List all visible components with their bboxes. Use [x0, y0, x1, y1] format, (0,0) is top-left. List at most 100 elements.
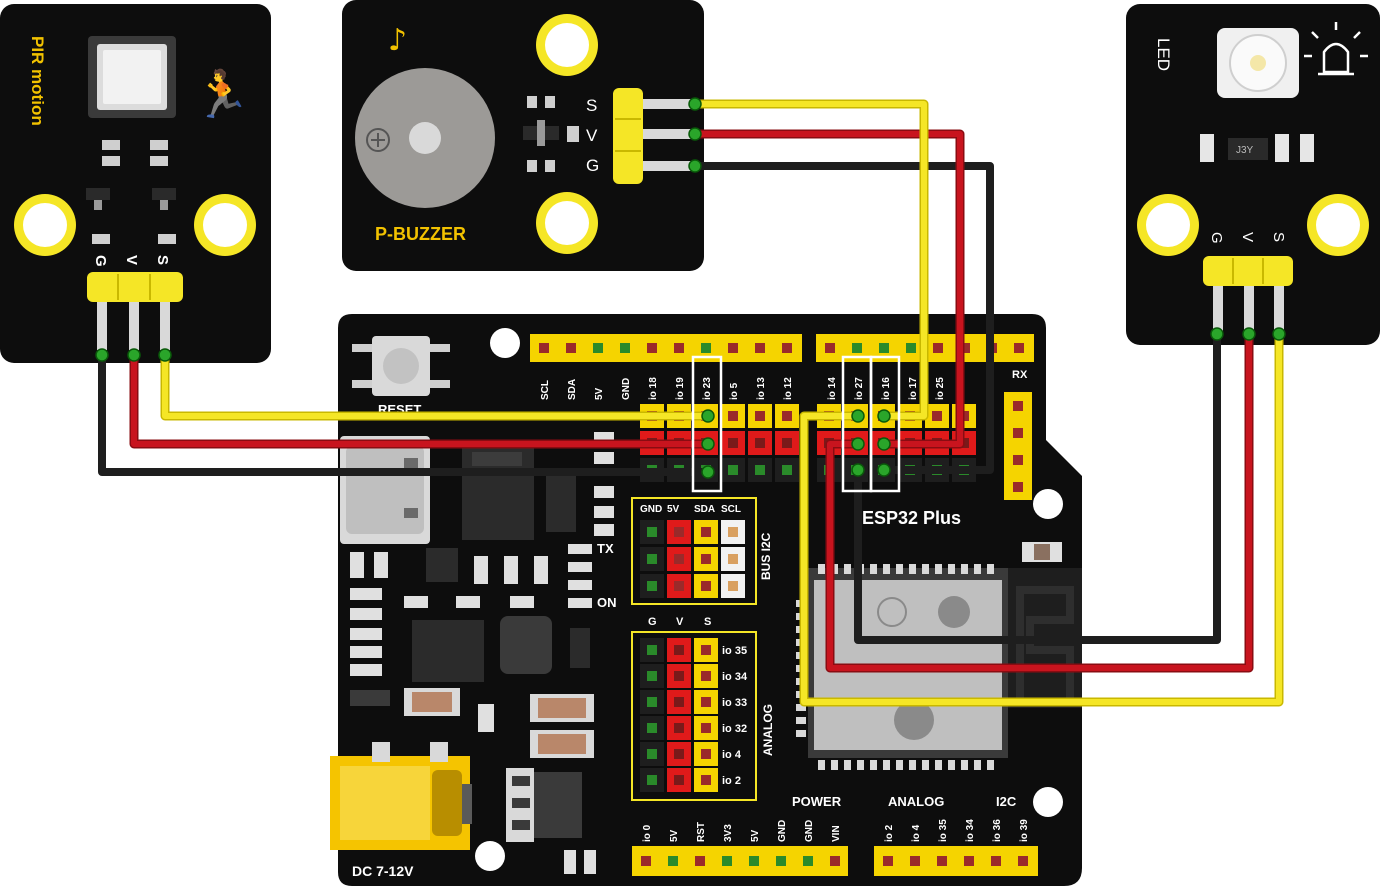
led-ground-wire: [854, 334, 1221, 644]
pir-module: PIR motion 🏃 G V S: [0, 4, 271, 363]
power-group-label: POWER: [792, 794, 842, 809]
pin-label: io 39: [1019, 819, 1030, 842]
bottom-pin: [661, 849, 685, 873]
pir-ground-wire: [98, 355, 708, 476]
module-pin: [818, 564, 825, 574]
tx-label: TX: [597, 541, 614, 556]
shield-signal-pin: [721, 404, 745, 428]
analog-ground-pin: [640, 742, 664, 766]
pin-label: io 23: [702, 377, 713, 400]
top-right-pin: [1007, 336, 1031, 360]
bottom-pin: [796, 849, 820, 873]
pin-label: 5V: [594, 387, 605, 400]
wire-end-dots: [95, 97, 1286, 479]
pir-pin-label: S: [154, 255, 171, 265]
module-pin: [909, 760, 916, 770]
wire-end-dot: [688, 97, 702, 111]
top-left-pin: [613, 336, 637, 360]
reset-button[interactable]: [352, 336, 450, 396]
wire-end-dot: [877, 409, 891, 423]
shield-signal-pin: [925, 404, 949, 428]
pin-label: io 34: [965, 819, 976, 842]
pin-label: io 35: [938, 819, 949, 842]
pin-label: io 34: [722, 671, 748, 683]
buzzer-pin-label: V: [586, 126, 598, 145]
module-pin: [935, 564, 942, 574]
module-pin: [818, 760, 825, 770]
top-left-pin: [532, 336, 556, 360]
bottom-pin: [823, 849, 847, 873]
module-pin: [909, 564, 916, 574]
bottom-pin: [634, 849, 658, 873]
wire-end-dot: [851, 409, 865, 423]
module-pin: [935, 760, 942, 770]
esp32-board: RESET TX ON: [330, 314, 1082, 886]
pir-title: PIR motion: [28, 36, 47, 126]
led-pin-label: S: [1270, 232, 1287, 242]
analog-power-pin: [667, 690, 691, 714]
pin-label: io 16: [881, 377, 892, 400]
wires: [98, 99, 1284, 707]
pin-label: io 13: [756, 377, 767, 400]
analog-power-pin: [667, 742, 691, 766]
music-note-icon: ♪: [388, 23, 407, 58]
pin-label: SDA: [567, 379, 578, 400]
module-pin: [948, 564, 955, 574]
wire-end-dot: [851, 463, 865, 477]
pin-label: io 2: [722, 775, 741, 787]
right-header-pin: [1006, 394, 1030, 418]
shield-power-pin: [775, 431, 799, 455]
wire-end-dot: [877, 437, 891, 451]
shield-ground-pin: [748, 458, 772, 482]
analog-ground-pin: [640, 768, 664, 792]
pin-label: 5V: [667, 504, 680, 515]
analog-power-pin: [667, 716, 691, 740]
module-pin: [974, 564, 981, 574]
wire-end-dot: [851, 437, 865, 451]
pin-label: io 17: [908, 377, 919, 400]
module-pin: [961, 564, 968, 574]
i2c-pin: [721, 547, 745, 571]
analog-signal-pin: [694, 768, 718, 792]
pin-label: VIN: [831, 825, 842, 842]
module-pin: [961, 760, 968, 770]
i2c-pin: [694, 547, 718, 571]
bottom-pin: [1011, 849, 1035, 873]
pin-label: RST: [696, 822, 707, 842]
top-left-pin: [775, 336, 799, 360]
pin-label: io 32: [722, 723, 747, 735]
analog-power-pin: [667, 768, 691, 792]
io23-highlight: [691, 355, 723, 493]
analog-ground-pin: [640, 638, 664, 662]
right-header-pin: [1006, 475, 1030, 499]
bottom-pin: [876, 849, 900, 873]
analog-signal-pin: [694, 716, 718, 740]
pin-label: io 27: [854, 377, 865, 400]
i2c-pin: [667, 547, 691, 571]
io16-highlight: [869, 355, 901, 493]
led-module: LED J3Y G V S: [1126, 4, 1380, 345]
shield-ground-pin: [721, 458, 745, 482]
pin-label: GND: [804, 820, 815, 842]
analog-side-label: ANALOG: [761, 704, 775, 756]
bottom-pin: [715, 849, 739, 873]
i2c-pin: [667, 520, 691, 544]
pin-label: io 2: [884, 824, 895, 842]
module-pin: [870, 564, 877, 574]
top-right-pin: [818, 336, 842, 360]
analog-signal-pin: [694, 690, 718, 714]
right-header-pin: [1006, 421, 1030, 445]
bottom-pin: [742, 849, 766, 873]
pir-pin-label: G: [92, 255, 109, 267]
i2c-pin: [640, 520, 664, 544]
wire-end-dot: [688, 159, 702, 173]
module-pin: [948, 760, 955, 770]
module-pin: [844, 760, 851, 770]
wire-end-dot: [1242, 327, 1256, 341]
pin-label: io 4: [722, 749, 742, 761]
analog-ground-pin: [640, 716, 664, 740]
i2c-pin: [640, 574, 664, 598]
i2c-pin: [640, 547, 664, 571]
top-left-pin: [640, 336, 664, 360]
